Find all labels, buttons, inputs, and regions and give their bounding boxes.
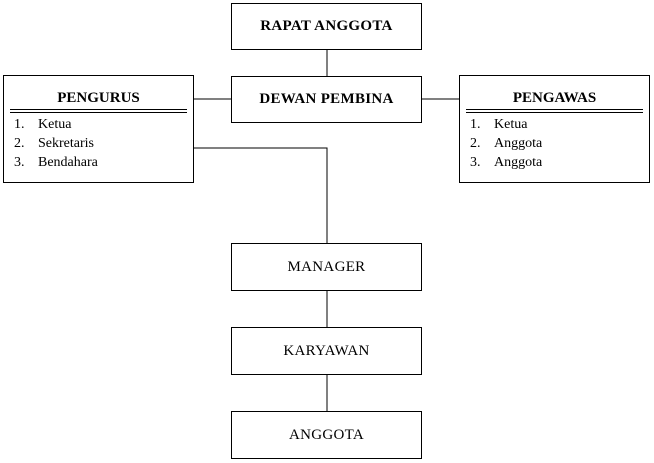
list-item-label: Anggota xyxy=(494,155,543,170)
karyawan-label: KARYAWAN xyxy=(283,342,370,359)
pengawas-title: PENGAWAS xyxy=(512,90,597,106)
pengawas-panel: PENGAWAS 1. Ketua 2. Anggota 3. Anggota xyxy=(459,75,650,183)
anggota-label: ANGGOTA xyxy=(288,426,365,443)
list-item-number: 3. xyxy=(14,155,25,170)
pengurus-title-rule xyxy=(10,109,187,113)
list-item-number: 1. xyxy=(470,117,481,132)
list-item-number: 3. xyxy=(470,155,481,170)
pengawas-title-rule xyxy=(466,109,643,113)
rapat-anggota-box: RAPAT ANGGOTA xyxy=(231,3,422,50)
dewan-pembina-label: DEWAN PEMBINA xyxy=(259,91,394,107)
list-item-label: Anggota xyxy=(494,136,543,151)
list-item: 2. Sekretaris xyxy=(14,134,193,153)
list-item: 3. Anggota xyxy=(470,153,649,172)
pengurus-list: 1. Ketua 2. Sekretaris 3. Bendahara xyxy=(4,113,193,172)
anggota-box: ANGGOTA xyxy=(231,411,422,459)
list-item-label: Ketua xyxy=(38,117,72,132)
rapat-anggota-label: RAPAT ANGGOTA xyxy=(260,18,393,34)
pengurus-panel: PENGURUS 1. Ketua 2. Sekretaris 3. Bendahar… xyxy=(3,75,194,183)
list-item-label: Bendahara xyxy=(38,155,98,170)
pengawas-list: 1. Ketua 2. Anggota 3. Anggota xyxy=(460,113,649,172)
list-item: 1. Ketua xyxy=(470,115,649,134)
list-item: 1. Ketua xyxy=(14,115,193,134)
connector-pengurus-manager xyxy=(194,147,328,243)
list-item-number: 2. xyxy=(470,136,481,151)
pengurus-title: PENGURUS xyxy=(57,90,140,106)
list-item: 3. Bendahara xyxy=(14,153,193,172)
manager-box: MANAGER xyxy=(231,243,422,291)
karyawan-box: KARYAWAN xyxy=(231,327,422,375)
manager-label: MANAGER xyxy=(287,258,366,275)
list-item-label: Ketua xyxy=(494,117,528,132)
list-item-number: 2. xyxy=(14,136,25,151)
list-item: 2. Anggota xyxy=(470,134,649,153)
list-item-label: Sekretaris xyxy=(38,136,94,151)
dewan-pembina-box: DEWAN PEMBINA xyxy=(231,76,422,123)
list-item-number: 1. xyxy=(14,117,25,132)
